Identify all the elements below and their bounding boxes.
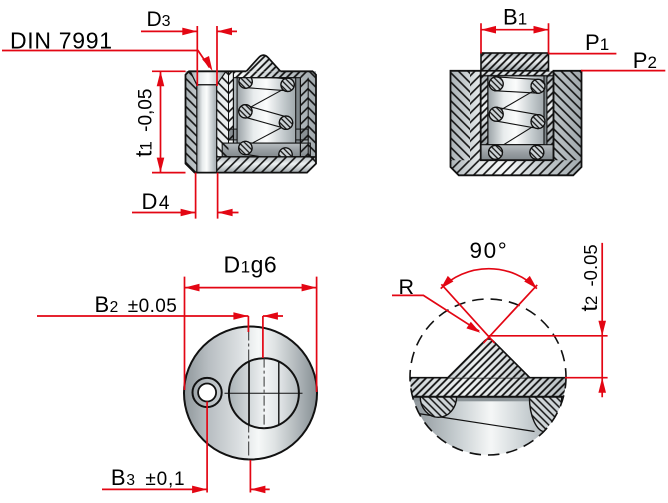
svg-text:90°: 90° bbox=[470, 238, 509, 263]
svg-text:D1g6: D1g6 bbox=[224, 252, 278, 278]
svg-text:R: R bbox=[399, 275, 415, 299]
svg-text:DIN 7991: DIN 7991 bbox=[10, 28, 113, 54]
svg-text:B1: B1 bbox=[503, 5, 527, 30]
svg-text:B3 ±0,1: B3 ±0,1 bbox=[111, 465, 186, 490]
svg-text:P1: P1 bbox=[585, 30, 609, 55]
svg-text:D4: D4 bbox=[142, 189, 170, 214]
svg-text:B2 ±0.05: B2 ±0.05 bbox=[95, 292, 178, 317]
svg-text:P2: P2 bbox=[633, 48, 657, 73]
svg-text:D3: D3 bbox=[147, 8, 171, 31]
